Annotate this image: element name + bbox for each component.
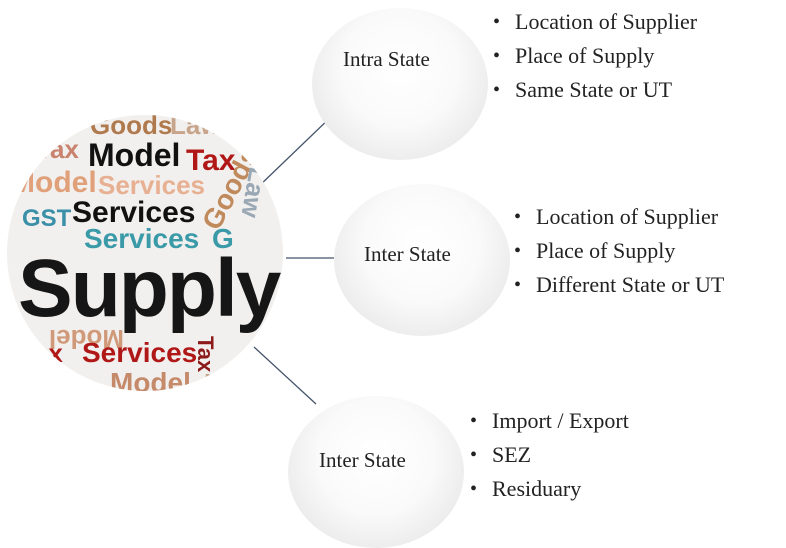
label-inter-state: Inter State <box>364 242 451 266</box>
bullet-item: Same State or UT <box>493 73 697 107</box>
word-tax-top: Tax <box>36 134 79 164</box>
bullets-inter-state-2: Import / Export SEZ Residuary <box>470 404 629 506</box>
word-law: Law <box>170 110 221 140</box>
node-inter-state-2 <box>288 396 464 548</box>
bullet-item: Place of Supply <box>514 234 724 268</box>
connector-inter-state-2 <box>253 346 317 405</box>
label-intra-state: Intra State <box>343 47 430 71</box>
node-inter-state <box>334 184 510 336</box>
word-model-left: Model <box>10 166 97 199</box>
word-law-bottom: La <box>204 368 235 398</box>
word-model-top: Model <box>88 137 180 173</box>
word-tax-rotated: Tax <box>193 336 218 373</box>
bullet-item: Residuary <box>470 472 629 506</box>
word-tax-bottom: Tax <box>20 338 63 368</box>
word-services-teal: Services <box>84 223 199 254</box>
bullet-item: Import / Export <box>470 404 629 438</box>
bullet-item: Place of Supply <box>493 39 697 73</box>
word-gst: GST <box>22 205 72 232</box>
bullet-item: Location of Supplier <box>493 5 697 39</box>
word-goods: Goods <box>90 110 172 140</box>
word-supply: Supply <box>18 243 282 334</box>
node-intra-state <box>312 8 488 160</box>
bullets-inter-state: Location of Supplier Place of Supply Dif… <box>514 200 724 302</box>
word-model-flipped: Model <box>49 324 124 354</box>
bullet-item: SEZ <box>470 438 629 472</box>
connector-intra-state <box>256 113 335 189</box>
bullets-intra-state: Location of Supplier Place of Supply Sam… <box>493 5 697 107</box>
word-g: G <box>212 223 234 254</box>
word-services-red: Services <box>82 337 197 368</box>
bullet-item: Different State or UT <box>514 268 724 302</box>
word-tax-red: Tax <box>186 144 236 177</box>
word-services-orange: Services <box>98 170 205 200</box>
word-model-bottom: Model <box>110 367 191 398</box>
word-services-black: Services <box>72 196 195 229</box>
supply-word-cloud: Goods Law Tax Model Tax Model Services G… <box>7 110 283 398</box>
label-inter-state-2: Inter State <box>319 448 406 472</box>
bullet-item: Location of Supplier <box>514 200 724 234</box>
